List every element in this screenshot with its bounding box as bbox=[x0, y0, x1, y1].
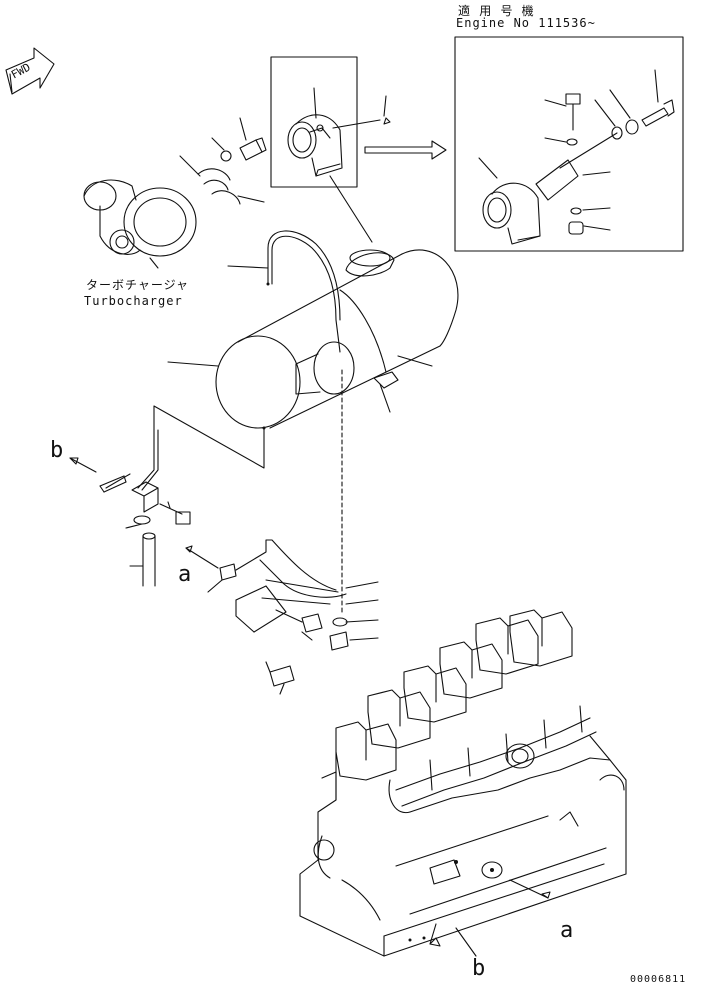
drawing-number: 00006811 bbox=[630, 974, 687, 985]
callouts-turbo bbox=[179, 117, 265, 203]
applicable-label-jp: 適 用 号 機 bbox=[458, 4, 535, 18]
elbow-pipe-center bbox=[287, 114, 343, 177]
clamp-bolt bbox=[220, 137, 267, 162]
callouts-b bbox=[105, 473, 171, 529]
callouts-muffler bbox=[167, 265, 433, 413]
bolts-right bbox=[559, 93, 675, 235]
turbocharger bbox=[83, 179, 197, 269]
detail-arrow-icon bbox=[364, 140, 447, 160]
bracket-b bbox=[99, 429, 191, 525]
tail-pipe bbox=[129, 532, 156, 587]
rocker-covers bbox=[335, 609, 573, 781]
muffler-outline-line bbox=[153, 405, 265, 469]
muffler bbox=[215, 249, 459, 429]
bracket-a bbox=[185, 539, 349, 687]
ref-a-top-label: a bbox=[178, 562, 192, 587]
engine-block bbox=[299, 735, 627, 957]
detail-box-right bbox=[454, 36, 684, 252]
ref-b-bottom-label: b bbox=[472, 956, 486, 981]
muffler-strap bbox=[267, 230, 399, 389]
clamp-ring bbox=[197, 168, 241, 205]
ref-a-bottom-label: a bbox=[560, 918, 574, 943]
turbo-label-en: Turbocharger bbox=[84, 294, 183, 308]
elbow-pipe-right bbox=[482, 159, 579, 245]
callouts-right bbox=[478, 69, 659, 231]
fwd-arrow-icon bbox=[5, 47, 55, 95]
callouts-a bbox=[207, 579, 379, 695]
ref-b-top-label: b bbox=[50, 438, 64, 463]
callouts-center bbox=[313, 87, 391, 129]
exhaust-manifold bbox=[321, 705, 611, 814]
turbo-label-jp: ターボチャージャ bbox=[86, 278, 190, 292]
leader-elbow-muffler bbox=[329, 175, 373, 243]
engine-no-label: Engine No 111536~ bbox=[456, 16, 596, 30]
detail-box-center bbox=[270, 56, 358, 188]
arrow-b-top bbox=[69, 457, 97, 473]
